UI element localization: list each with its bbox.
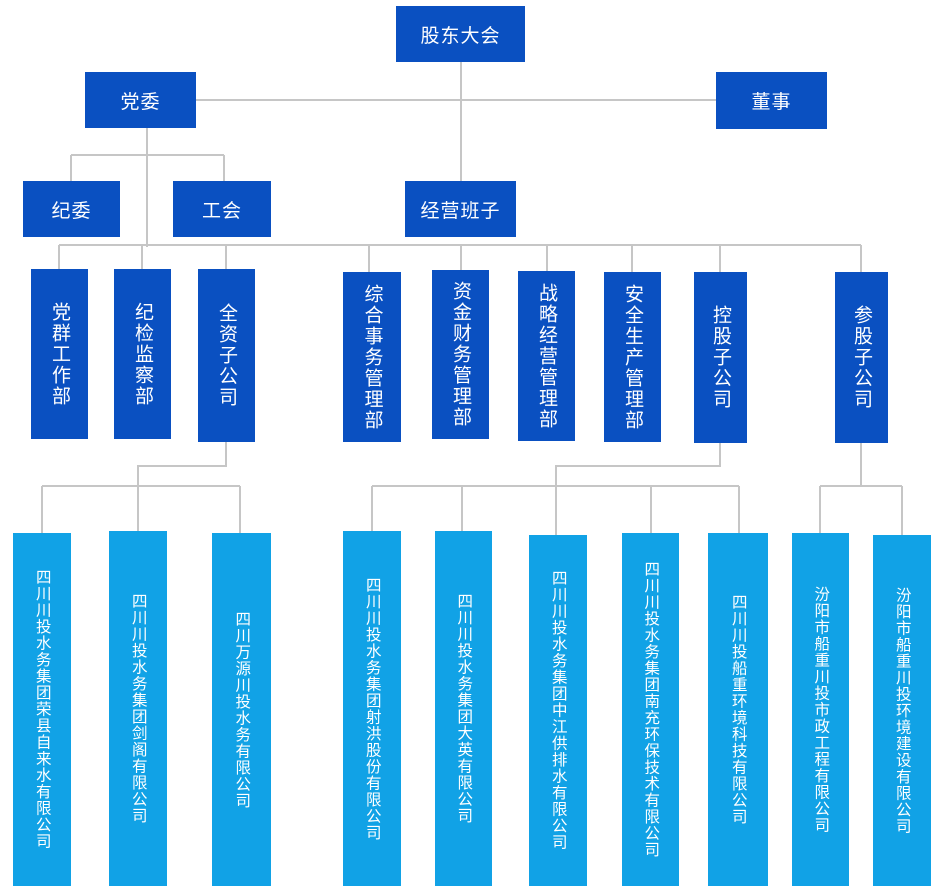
- department-box: 纪检监察部: [114, 269, 171, 439]
- company-box: 四川川投水务集团南充环保技术有限公司: [622, 533, 679, 886]
- company-box: 四川川投水务集团射洪股份有限公司: [343, 531, 401, 886]
- company-box: 汾阳市船重川投环境建设有限公司: [873, 535, 931, 886]
- company-box: 汾阳市船重川投市政工程有限公司: [792, 533, 849, 886]
- department-box: 安全生产管理部: [604, 272, 661, 442]
- department-box: 资金财务管理部: [432, 270, 489, 439]
- company-box: 四川川投水务集团剑阁有限公司: [109, 531, 167, 886]
- board-box: 董事: [716, 72, 827, 129]
- management-team-box: 经营班子: [405, 181, 516, 237]
- department-box: 党群工作部: [31, 269, 88, 439]
- department-box: 综合事务管理部: [343, 272, 401, 442]
- company-box: 四川川投水务集团中江供排水有限公司: [529, 535, 587, 886]
- department-box: 参股子公司: [835, 272, 888, 443]
- union-box: 工会: [173, 181, 271, 237]
- company-box: 四川川投水务集团荣县自来水有限公司: [13, 533, 71, 886]
- company-box: 四川万源川投水务有限公司: [212, 533, 271, 886]
- company-box: 四川川投水务集团大英有限公司: [435, 531, 492, 886]
- department-box: 战略经营管理部: [518, 271, 575, 441]
- discipline-committee-box: 纪委: [23, 181, 120, 237]
- department-box: 全资子公司: [198, 269, 255, 442]
- party-committee-box: 党委: [85, 72, 196, 128]
- shareholders-meeting-box: 股东大会: [396, 6, 525, 62]
- company-box: 四川川投船重环境科技有限公司: [708, 533, 768, 886]
- department-box: 控股子公司: [694, 272, 747, 443]
